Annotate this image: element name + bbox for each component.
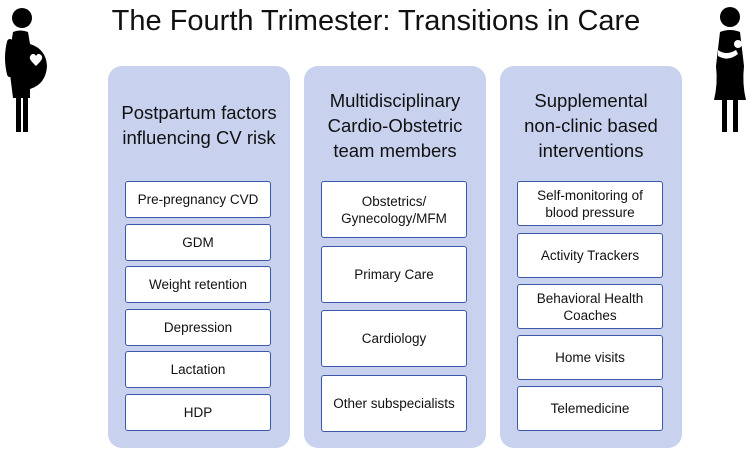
intervention-box: Behavioral Health Coaches [517, 284, 663, 329]
mother-with-baby-icon [714, 7, 746, 132]
panel-team-members: Multidisciplinary Cardio-Obstetric team … [304, 66, 486, 448]
intervention-box: Activity Trackers [517, 233, 663, 278]
team-member-box: Other subspecialists [321, 375, 467, 432]
intervention-box: Telemedicine [517, 386, 663, 431]
team-member-box: Obstetrics/ Gynecology/MFM [321, 181, 467, 238]
factor-box: Pre-pregnancy CVD [125, 181, 271, 218]
panel-interventions: Supplemental non-clinic based interventi… [500, 66, 682, 448]
panel-postpartum-factors: Postpartum factors influencing CV risk P… [108, 66, 290, 448]
diagram-title: The Fourth Trimester: Transitions in Car… [111, 5, 641, 37]
panel-heading: Multidisciplinary Cardio-Obstetric team … [327, 90, 463, 161]
factor-box: Lactation [125, 351, 271, 388]
factor-box: Depression [125, 309, 271, 346]
intervention-box: Home visits [517, 335, 663, 380]
heart-icon [29, 53, 43, 66]
factor-box: Weight retention [125, 266, 271, 303]
panel-heading: Supplemental non-clinic based interventi… [524, 90, 658, 161]
factor-box: GDM [125, 224, 271, 261]
team-member-box: Cardiology [321, 310, 467, 367]
intervention-box: Self-monitoring of blood pressure [517, 181, 663, 226]
panel-heading: Postpartum factors influencing CV risk [121, 102, 277, 148]
pregnant-woman-icon [5, 8, 48, 132]
factor-box: HDP [125, 394, 271, 431]
team-member-box: Primary Care [321, 246, 467, 303]
